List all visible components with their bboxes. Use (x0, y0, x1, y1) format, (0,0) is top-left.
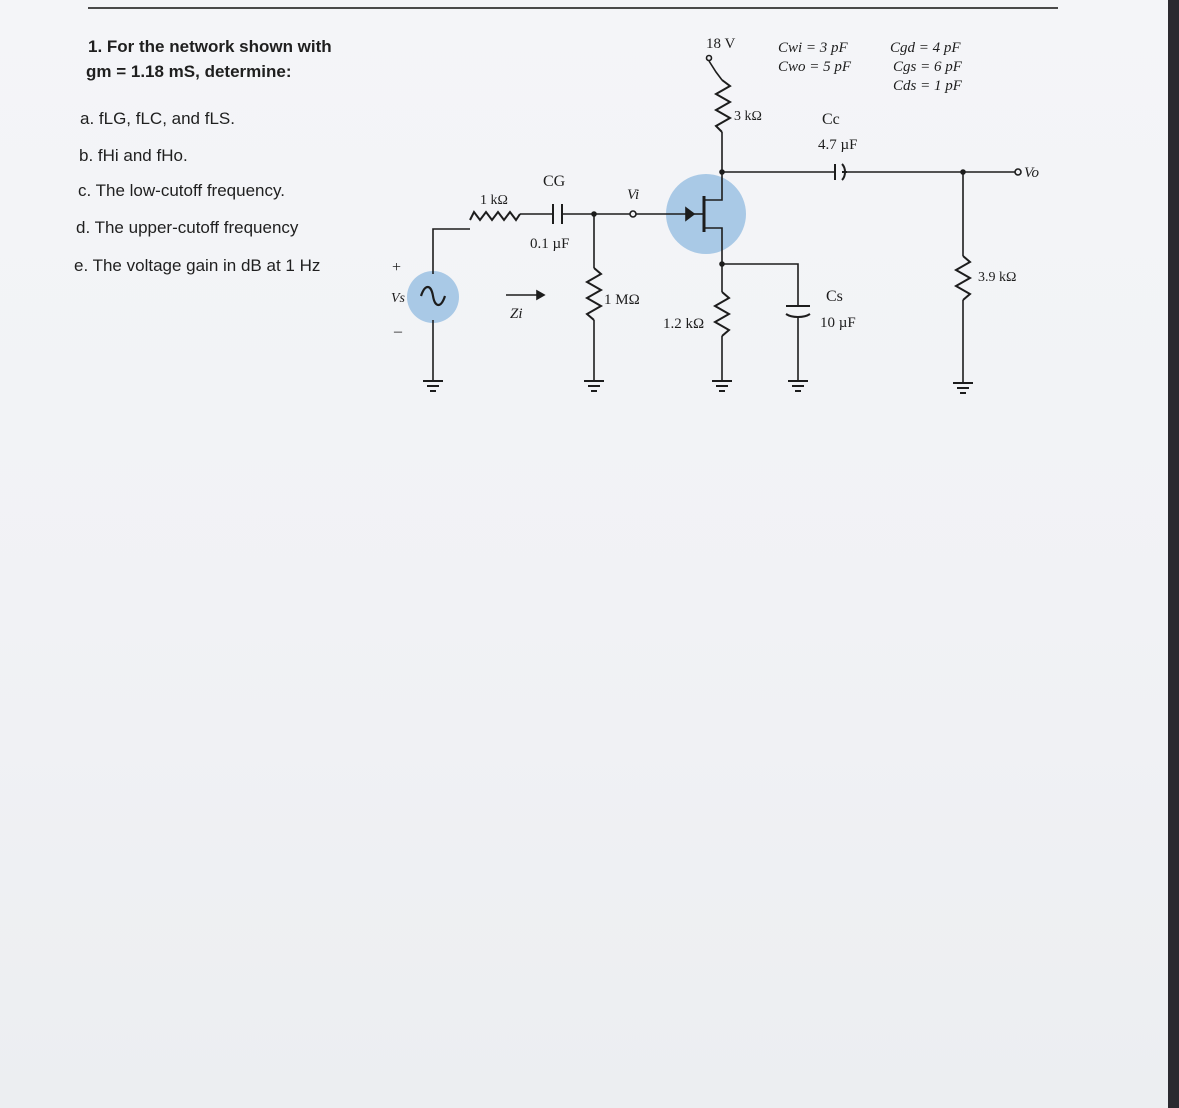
vo-terminal (1014, 168, 1022, 176)
supply-label: 18 V (706, 36, 735, 52)
ground-rs (712, 380, 732, 392)
resistor-rs (712, 291, 732, 337)
jfet-gate-arrow (685, 206, 696, 222)
ground-rg (584, 380, 604, 392)
cwo-spec: Cwo = 5 pF (778, 59, 852, 75)
cds-spec: Cds = 1 pF (893, 78, 963, 94)
resistor-rsig (469, 210, 521, 222)
part-a: a. fLG, fLC, and fLS. (80, 109, 235, 128)
zi-label: Zi (510, 306, 523, 322)
plus-sign: + (392, 259, 401, 276)
ground-source (423, 380, 443, 392)
resistor-rd (713, 79, 733, 133)
part-b: b. fHi and fHo. (79, 146, 188, 165)
cg-value: 0.1 µF (530, 236, 570, 252)
rg-label: 1 MΩ (604, 292, 640, 308)
cc-label: Cc (822, 111, 840, 128)
wire-source-cs (722, 263, 799, 306)
cs-value: 10 µF (820, 315, 856, 331)
jfet-drain-source-leads (704, 172, 723, 264)
vi-terminal (629, 210, 637, 218)
cgs-spec: Cgs = 6 pF (893, 59, 963, 75)
capacitor-cc (834, 163, 847, 181)
rl-label: 3.9 kΩ (978, 270, 1016, 285)
vo-label: Vo (1024, 165, 1040, 181)
capacitor-cg (552, 204, 563, 224)
supply-terminal (705, 54, 713, 62)
cgd-spec: Cgd = 4 pF (890, 40, 961, 56)
jfet-highlight (666, 174, 746, 254)
resistor-rl (953, 255, 973, 301)
rsig-label: 1 kΩ (480, 193, 508, 208)
ac-source-symbol (419, 285, 447, 307)
capacitor-cs (785, 305, 811, 318)
ground-cs (788, 380, 808, 392)
rd-label: 3 kΩ (734, 109, 762, 124)
rs-label: 1.2 kΩ (663, 316, 704, 332)
problem-intro-line2: gm = 1.18 mS, determine: (86, 62, 292, 81)
zi-arrow-head (536, 289, 546, 301)
cs-label: Cs (826, 288, 843, 305)
vs-label: Vs (391, 291, 406, 306)
wire-source-top (432, 228, 470, 274)
ground-rl (953, 382, 973, 394)
problem-intro-line1: 1. For the network shown with (88, 37, 332, 56)
top-rule (88, 7, 1058, 9)
wire-supply (708, 60, 723, 81)
part-e: e. The voltage gain in dB at 1 Hz (74, 256, 321, 275)
vi-label: Vi (627, 187, 639, 203)
cwi-spec: Cwi = 3 pF (778, 40, 849, 56)
part-c: c. The low-cutoff frequency. (78, 181, 285, 200)
cg-label: CG (543, 173, 566, 190)
cc-value: 4.7 µF (818, 137, 858, 153)
part-d: d. The upper-cutoff frequency (76, 218, 299, 237)
resistor-rg (584, 267, 604, 321)
minus-sign: – (393, 323, 403, 340)
